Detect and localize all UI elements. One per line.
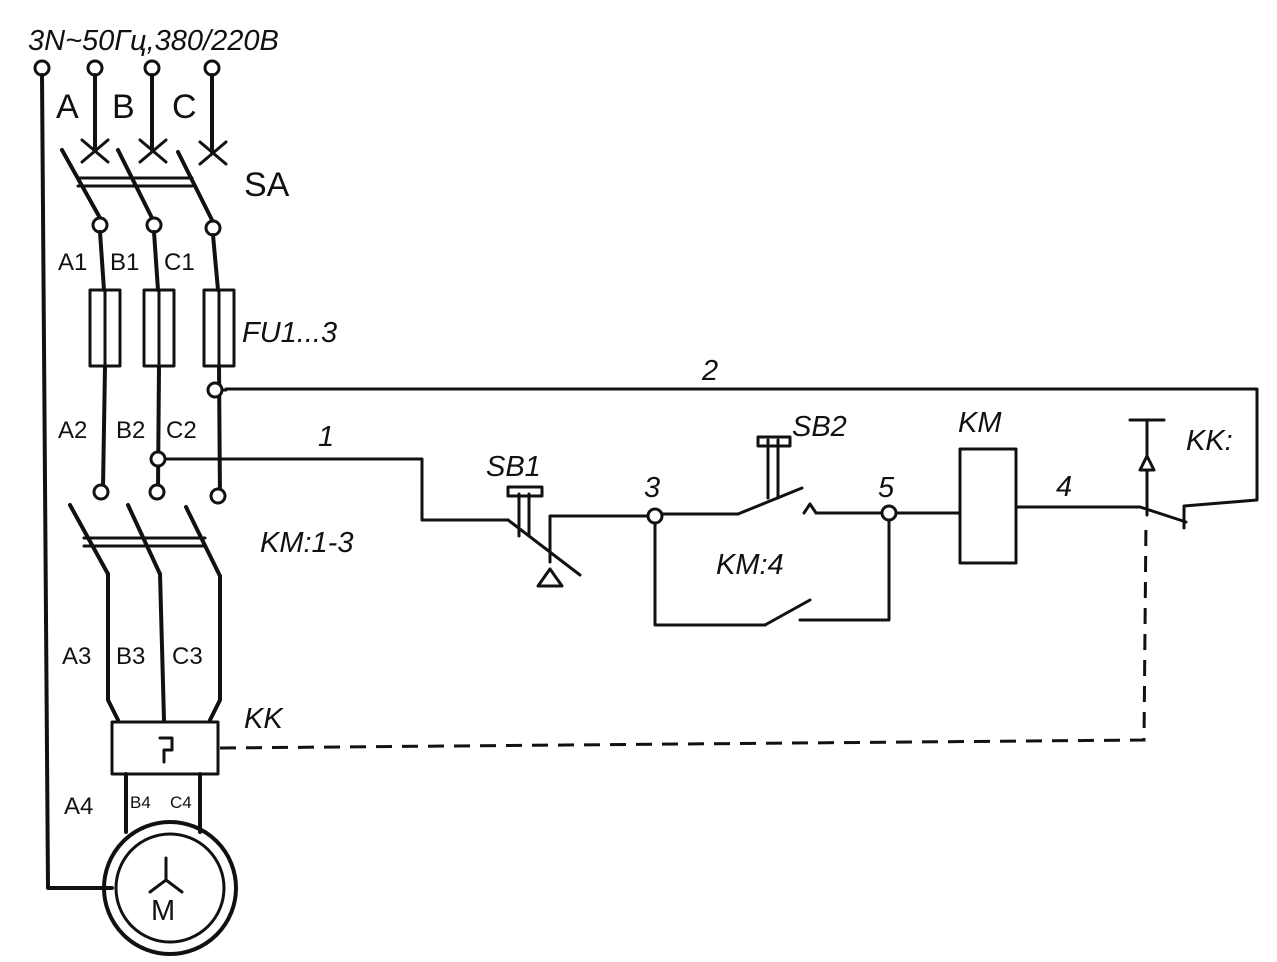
overload-contact-kk bbox=[1128, 418, 1188, 524]
node-3-label: 3 bbox=[644, 472, 660, 504]
node-4-label: 4 bbox=[1056, 471, 1072, 503]
motor-label: M bbox=[151, 895, 175, 927]
switch-label: SA bbox=[244, 166, 290, 204]
neutral-wire bbox=[40, 73, 114, 890]
holding-contact-label: KM:4 bbox=[716, 549, 784, 581]
control-wire-2 bbox=[220, 387, 1259, 530]
contactor-km-main-contacts bbox=[68, 503, 222, 578]
fuses-label: FU1...3 bbox=[242, 317, 337, 349]
switch-sa-isolator-marks bbox=[80, 138, 228, 166]
terminal-a1: A1 bbox=[58, 249, 87, 276]
start-button-sb2 bbox=[660, 435, 884, 516]
overload-label: KK bbox=[244, 703, 284, 735]
supply-label: 3N~50Гц,380/220В bbox=[28, 25, 279, 57]
terminal-a3: A3 bbox=[62, 643, 91, 670]
terminal-b1: B1 bbox=[110, 249, 139, 276]
fuse-feed-wires bbox=[98, 230, 220, 292]
overload-feed-wires bbox=[106, 572, 222, 722]
terminal-a2: A2 bbox=[58, 417, 87, 444]
terminal-c4: C4 bbox=[170, 793, 192, 812]
control-wire-1-label: 1 bbox=[318, 421, 334, 453]
control-wire-2-label: 2 bbox=[701, 355, 718, 387]
terminal-b4: B4 bbox=[130, 793, 151, 812]
supply-terminals bbox=[33, 59, 221, 77]
node-5-label: 5 bbox=[878, 472, 895, 504]
terminals-row-1 bbox=[91, 216, 222, 237]
motor-feed-wires bbox=[124, 772, 202, 834]
contactor-main-label: KM:1-3 bbox=[260, 527, 353, 559]
fuses bbox=[88, 288, 236, 368]
phase-conductors bbox=[93, 73, 214, 154]
stop-button-sb1 bbox=[506, 485, 657, 588]
stop-button-label: SB1 bbox=[486, 451, 541, 483]
terminal-b3: B3 bbox=[116, 643, 145, 670]
motor bbox=[102, 820, 238, 956]
holding-contact-km4 bbox=[653, 518, 891, 627]
terminals-row-2 bbox=[92, 483, 227, 505]
coil-km bbox=[894, 447, 1142, 565]
overload-contact-label: KK: bbox=[1186, 425, 1233, 457]
terminal-a4: A4 bbox=[64, 793, 93, 820]
switch-sa-blades bbox=[60, 148, 214, 222]
node-3 bbox=[646, 507, 664, 525]
control-wire-1 bbox=[163, 457, 510, 522]
terminal-c2: C2 bbox=[166, 417, 197, 444]
start-button-label: SB2 bbox=[792, 411, 847, 443]
overload-mechanical-link bbox=[219, 519, 1148, 750]
coil-label: KM bbox=[958, 407, 1002, 439]
terminal-c1: C1 bbox=[164, 249, 195, 276]
overload-relay-kk bbox=[110, 720, 220, 776]
terminal-b2: B2 bbox=[116, 417, 145, 444]
phase-label-a: A bbox=[56, 88, 79, 126]
phase-label-b: B bbox=[112, 88, 135, 126]
phase-label-c: C bbox=[172, 88, 197, 126]
node-5 bbox=[880, 504, 898, 522]
terminal-c3: C3 bbox=[172, 643, 203, 670]
